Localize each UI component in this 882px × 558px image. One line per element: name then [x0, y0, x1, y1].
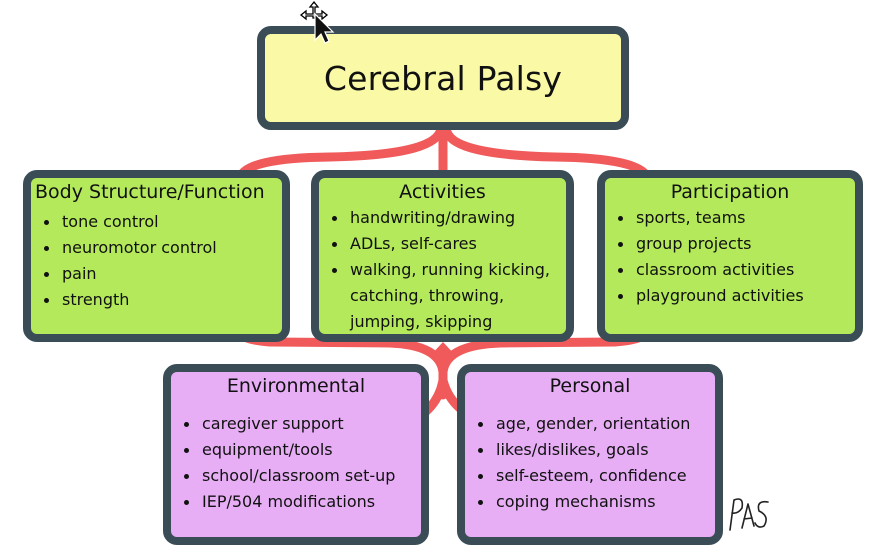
list-item: walking, running kicking, catching, thro… — [332, 257, 555, 334]
list-item: school/classroom set-up — [184, 463, 421, 489]
body-structure-box: Body Structure/Function tone control neu… — [23, 170, 290, 342]
arrow-title-to-participation — [442, 127, 653, 183]
list-item: group projects — [618, 231, 855, 257]
list-item: neuromotor control — [44, 235, 282, 261]
list-item: strength — [44, 287, 282, 313]
personal-box: Personal age, gender, orientation likes/… — [457, 364, 723, 545]
body-structure-heading: Body Structure/Function — [35, 181, 265, 203]
signature-mark — [729, 498, 769, 531]
list-item: self-esteem, confidence — [478, 463, 715, 489]
list-item: age, gender, orientation — [478, 411, 715, 437]
participation-heading: Participation — [670, 181, 790, 203]
participation-list: sports, teams group projects classroom a… — [605, 205, 855, 309]
personal-list: age, gender, orientation likes/dislikes,… — [465, 411, 715, 515]
activities-heading: Activities — [399, 181, 486, 203]
participation-box: Participation sports, teams group projec… — [597, 170, 863, 342]
activities-box: Activities handwriting/drawing ADLs, sel… — [311, 170, 574, 342]
title-box: Cerebral Palsy — [257, 26, 629, 130]
diagram-title: Cerebral Palsy — [323, 58, 563, 98]
list-item: playground activities — [618, 283, 855, 309]
list-item: caregiver support — [184, 411, 421, 437]
list-item: likes/dislikes, goals — [478, 437, 715, 463]
environmental-list: caregiver support equipment/tools school… — [171, 411, 421, 515]
body-structure-list: tone control neuromotor control pain str… — [31, 209, 282, 313]
list-item: coping mechanisms — [478, 489, 715, 515]
arrowhead-activities-up — [429, 342, 457, 357]
list-item: sports, teams — [618, 205, 855, 231]
arrow-title-to-body — [235, 127, 445, 183]
personal-heading: Personal — [549, 375, 631, 397]
list-item: handwriting/drawing — [332, 205, 566, 231]
list-item: classroom activities — [618, 257, 855, 283]
list-item: pain — [44, 261, 282, 287]
move-cursor-icon — [299, 0, 335, 44]
list-item: equipment/tools — [184, 437, 421, 463]
environmental-heading: Environmental — [226, 375, 366, 397]
list-item: ADLs, self-cares — [332, 231, 566, 257]
environmental-box: Environmental caregiver support equipmen… — [163, 364, 429, 545]
list-item: tone control — [44, 209, 282, 235]
list-item: IEP/504 modifications — [184, 489, 421, 515]
activities-list: handwriting/drawing ADLs, self-cares wal… — [319, 205, 566, 334]
